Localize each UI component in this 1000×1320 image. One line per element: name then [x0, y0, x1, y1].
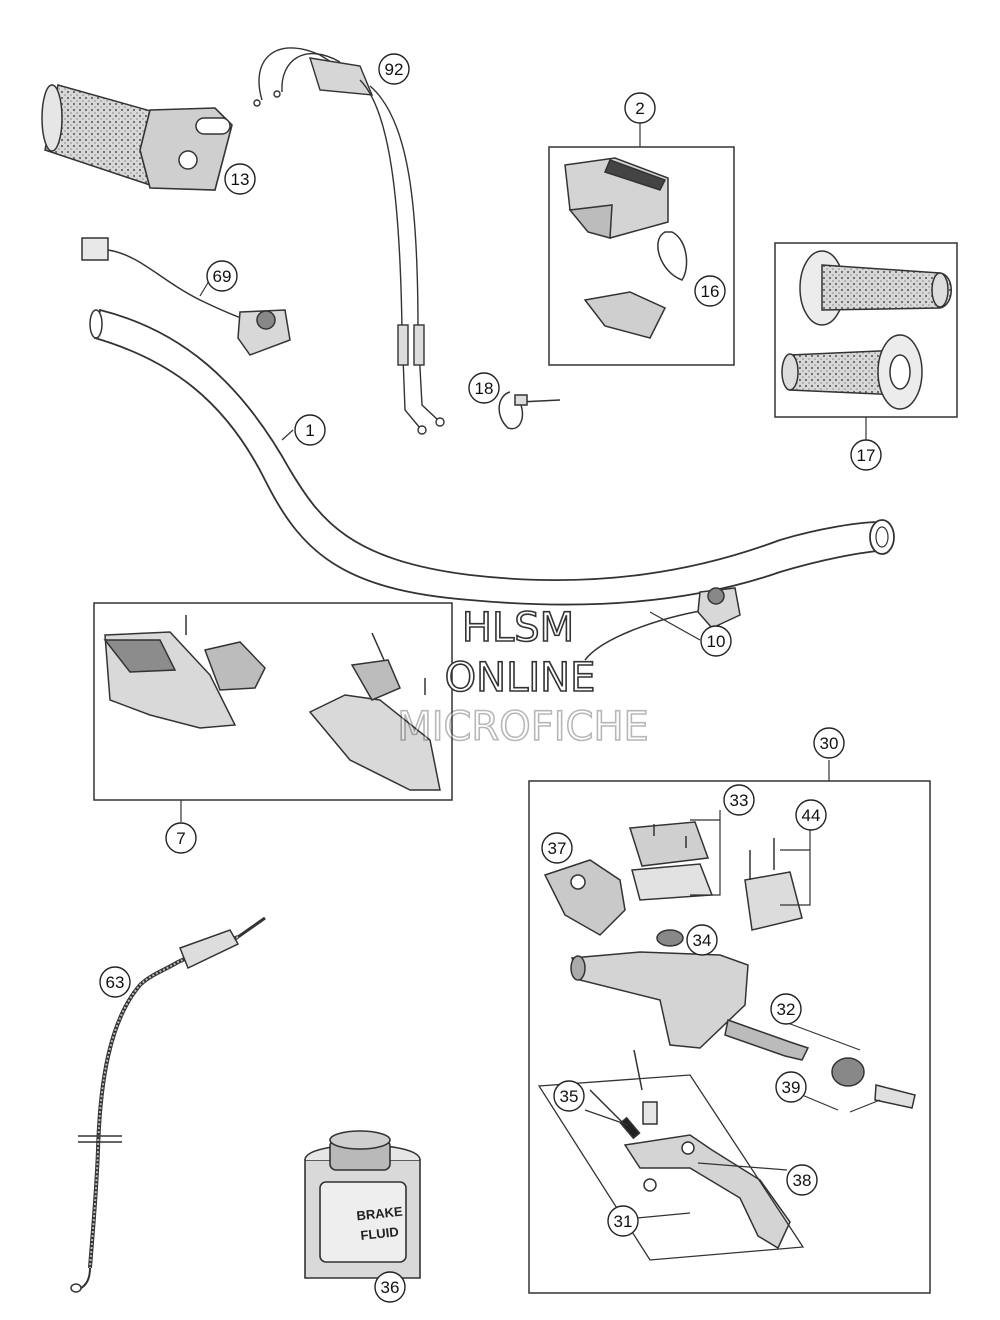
- svg-text:10: 10: [707, 632, 726, 651]
- callout-2: 2: [624, 92, 656, 124]
- bottle-label-brake: BRAKE: [356, 1204, 404, 1224]
- callout-69: 69: [206, 260, 238, 292]
- callout-44: 44: [795, 799, 827, 831]
- leader-lines: [180, 122, 881, 1219]
- handguard-part: [103, 615, 441, 791]
- callout-35: 35: [553, 1080, 585, 1112]
- callout-92: 92: [378, 53, 410, 85]
- brake-fluid-bottle-part: [304, 1130, 421, 1279]
- svg-text:33: 33: [730, 791, 749, 810]
- svg-text:16: 16: [701, 282, 720, 301]
- svg-text:36: 36: [381, 1278, 400, 1297]
- svg-text:1: 1: [305, 421, 314, 440]
- callout-16: 16: [694, 275, 726, 307]
- brake-master-box: [528, 780, 931, 1294]
- map-switch-box: [548, 146, 735, 366]
- cable-tie-part: [498, 391, 561, 430]
- brake-master-part: [543, 821, 916, 1250]
- throttle-grip-part: [41, 84, 233, 191]
- svg-text:30: 30: [820, 734, 839, 753]
- svg-text:69: 69: [213, 267, 232, 286]
- svg-text:18: 18: [475, 379, 494, 398]
- svg-text:92: 92: [385, 60, 404, 79]
- callout-32: 32: [770, 993, 802, 1025]
- callout-63: 63: [99, 966, 131, 998]
- svg-text:13: 13: [231, 170, 250, 189]
- throttle-cables-part: [253, 47, 445, 435]
- callout-31: 31: [607, 1205, 639, 1237]
- svg-text:34: 34: [693, 931, 712, 950]
- callout-39: 39: [775, 1071, 807, 1103]
- svg-text:7: 7: [176, 829, 185, 848]
- callout-36: 36: [374, 1271, 406, 1303]
- kill-switch-part: [81, 237, 291, 356]
- grips-part: [781, 250, 952, 410]
- callout-7: 7: [165, 822, 197, 854]
- callout-10: 10: [700, 625, 732, 657]
- svg-text:17: 17: [857, 446, 876, 465]
- callout-1: 1: [294, 414, 326, 446]
- lever-subassembly-frame: [537, 1074, 805, 1261]
- svg-text:32: 32: [777, 1000, 796, 1019]
- svg-text:31: 31: [614, 1212, 633, 1231]
- svg-text:63: 63: [106, 973, 125, 992]
- watermark-line1: HLSM: [462, 605, 574, 651]
- svg-text:35: 35: [560, 1087, 579, 1106]
- svg-text:44: 44: [802, 806, 821, 825]
- map-switch-part: [564, 157, 688, 339]
- callout-13: 13: [224, 163, 256, 195]
- handguard-box: [93, 602, 453, 801]
- svg-text:2: 2: [635, 99, 644, 118]
- watermark-line3: MICROFICHE: [397, 704, 649, 750]
- callout-17: 17: [850, 439, 882, 471]
- svg-text:39: 39: [782, 1078, 801, 1097]
- brake-line-part: [70, 916, 266, 1293]
- svg-text:37: 37: [548, 839, 567, 858]
- callout-37: 37: [541, 832, 573, 864]
- svg-text:38: 38: [793, 1171, 812, 1190]
- start-button-part: [584, 587, 741, 661]
- callout-34: 34: [686, 924, 718, 956]
- watermark-line2: ONLINE: [445, 655, 596, 701]
- callout-18: 18: [468, 372, 500, 404]
- callout-33: 33: [723, 784, 755, 816]
- callout-38: 38: [786, 1164, 818, 1196]
- bottle-label-fluid: FLUID: [360, 1224, 400, 1243]
- callout-30: 30: [813, 727, 845, 759]
- handlebar-part: [89, 308, 895, 606]
